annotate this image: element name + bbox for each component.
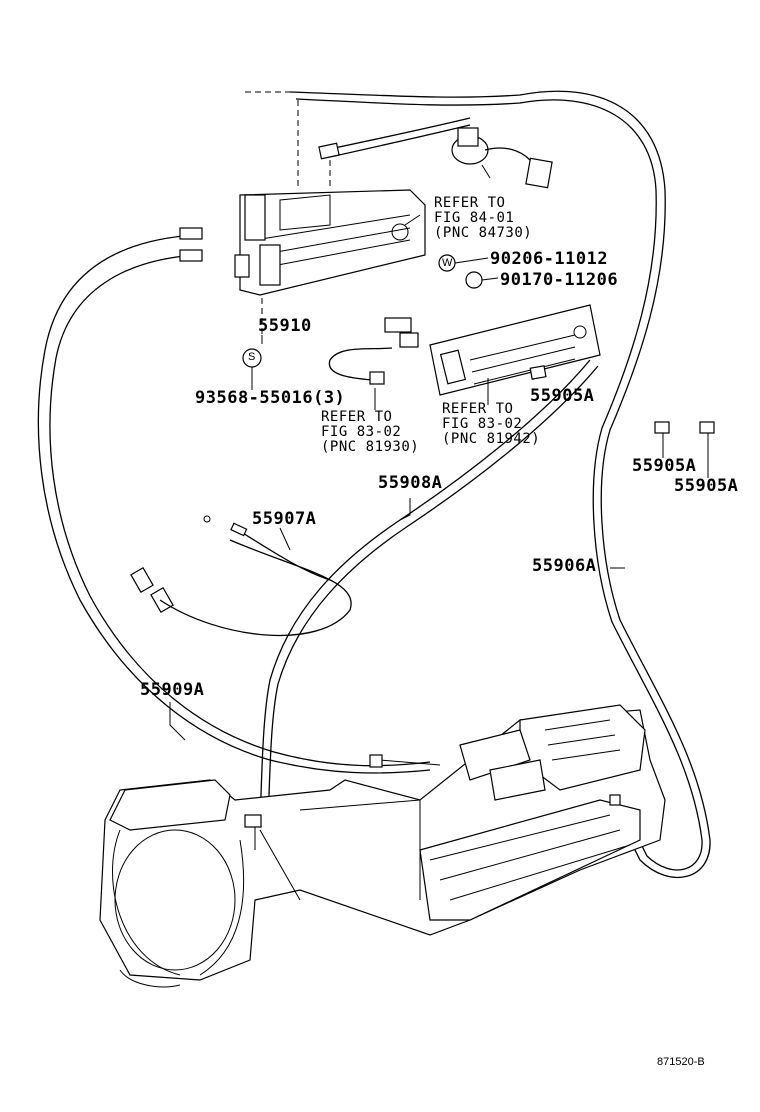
label-90206-11012: 90206-11012 (490, 249, 609, 269)
ref-fig-84-01: REFER TO FIG 84-01 (PNC 84730) (434, 196, 532, 241)
label-55907a: 55907A (252, 509, 317, 529)
label-90170-11206: 90170-11206 (500, 270, 619, 290)
knobs-55905a (529, 365, 715, 478)
ref-line2: FIG 83-02 (321, 424, 402, 440)
cable-55908a (259, 117, 599, 821)
label-55909a: 55909A (140, 680, 205, 700)
screw-symbol: S (248, 351, 256, 363)
cable-55906a (289, 90, 711, 879)
label-leaders (169, 214, 625, 741)
ref-line1: REFER TO (434, 195, 506, 211)
ref-fig-83-02-81942: REFER TO FIG 83-02 (PNC 81942) (442, 402, 540, 447)
ref-line1: REFER TO (442, 401, 514, 417)
label-55906a: 55906A (532, 556, 597, 576)
washer-symbol: W (442, 257, 453, 269)
label-55908a: 55908A (378, 473, 443, 493)
ref-pnc: (PNC 84730) (434, 225, 533, 241)
ref-line2: FIG 83-02 (442, 416, 523, 432)
heater-blower-housing (99, 704, 666, 988)
blower-motor-part (451, 127, 553, 189)
cable-55907a (203, 515, 331, 581)
label-55910: 55910 (258, 316, 312, 336)
label-93568-55016: 93568-55016(3) (195, 388, 346, 408)
sensor-wire (328, 317, 419, 410)
ref-line1: REFER TO (321, 409, 393, 425)
ref-fig-83-02-81930: REFER TO FIG 83-02 (PNC 81930) (321, 410, 419, 455)
diagram-code: 871520-B (657, 1056, 705, 1068)
control-panel-plate (429, 304, 601, 405)
ref-pnc: (PNC 81942) (442, 431, 541, 447)
washer-and-screw (242, 254, 499, 390)
ref-line2: FIG 84-01 (434, 210, 515, 226)
label-55905a-3: 55905A (674, 476, 739, 496)
label-55905a-2: 55905A (632, 456, 697, 476)
label-55905a-1: 55905A (530, 386, 595, 406)
ref-pnc: (PNC 81930) (321, 439, 420, 455)
cable-55909a (37, 227, 431, 774)
control-unit-55910 (234, 189, 426, 296)
